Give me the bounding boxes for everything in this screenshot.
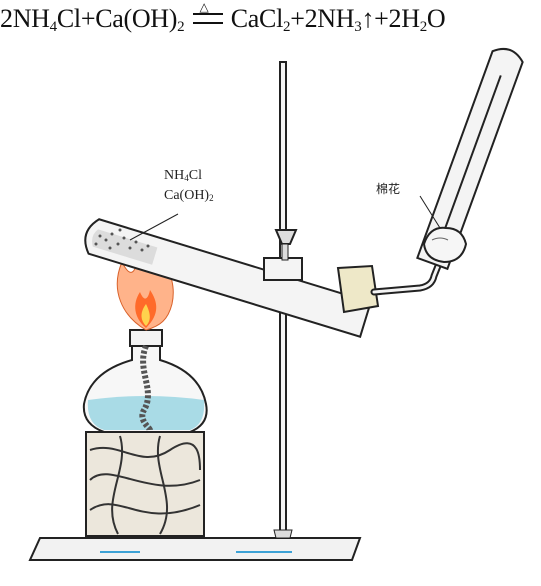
- cotton-plug: [422, 226, 468, 264]
- reagent-label-nh4cl: NH4Cl: [164, 168, 202, 184]
- tube-clamp: [263, 229, 303, 281]
- reagent-label-caoh2: Ca(OH)2: [164, 188, 214, 204]
- eq-text: CaCl: [230, 4, 284, 33]
- cotton-leader-line: [419, 195, 441, 229]
- label-text: NH: [164, 168, 185, 183]
- reagent-leader-line: [129, 213, 179, 241]
- eq-subscript: 2: [419, 19, 428, 35]
- eq-text: 2NH: [0, 4, 50, 33]
- eq-text: ↑+2H: [361, 4, 420, 33]
- eq-text: Cl+Ca(OH): [56, 4, 178, 33]
- cotton-label: 棉花: [376, 182, 401, 196]
- eq-subscript: 2: [177, 19, 185, 35]
- chemical-equation: 2NH4Cl+Ca(OH)2 △ CaCl2+2NH3↑+2H2O: [0, 0, 541, 44]
- reagent-powder: [94, 228, 150, 252]
- label-subscript: 2: [209, 193, 214, 203]
- label-text: Ca(OH): [164, 188, 210, 203]
- delivery-tube: [370, 242, 450, 296]
- eq-subscript: 4: [49, 19, 58, 35]
- label-text: Cl: [188, 168, 202, 183]
- rubber-stopper: [336, 264, 380, 314]
- eq-text: +2NH: [290, 4, 355, 33]
- eq-text: O: [426, 4, 446, 33]
- test-tube: [84, 218, 372, 338]
- eq-subscript: 3: [354, 19, 362, 35]
- alcohol-lamp: [82, 329, 208, 433]
- wooden-block: [85, 431, 205, 537]
- heat-triangle: △: [199, 0, 209, 14]
- stand-base: [28, 537, 362, 561]
- label-subscript: 4: [184, 173, 189, 183]
- heating-condition-sign: △: [191, 0, 225, 34]
- equal-bars: [192, 13, 223, 24]
- eq-subscript: 2: [283, 19, 291, 35]
